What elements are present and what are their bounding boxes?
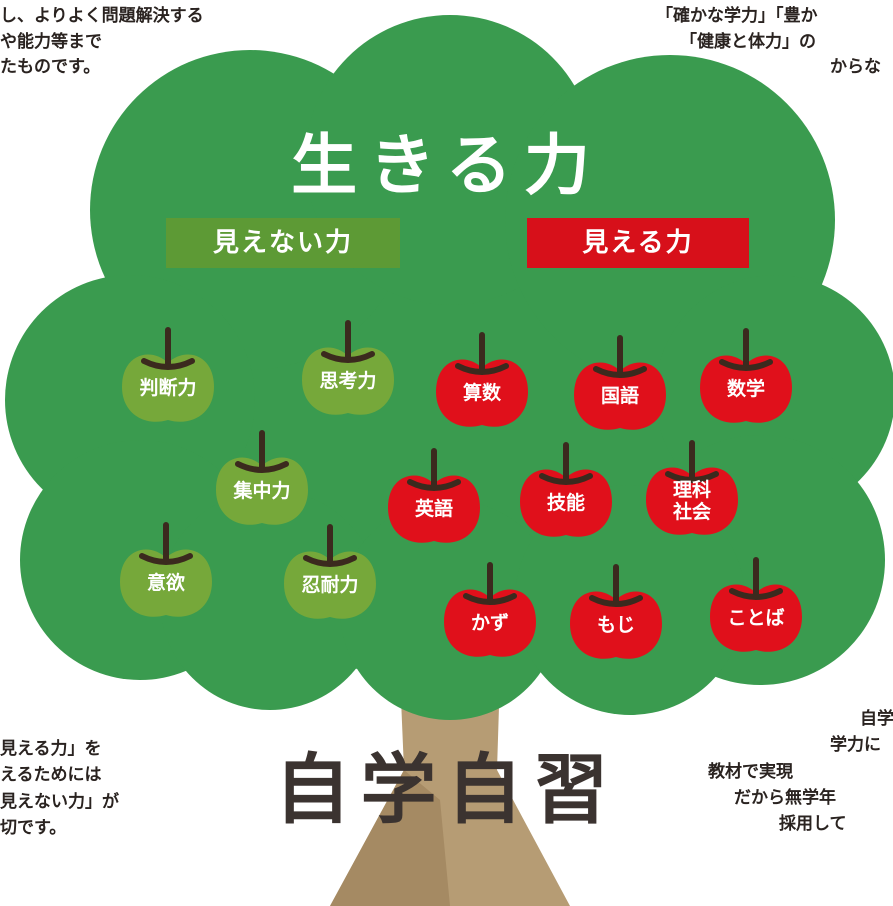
caption-top-left: し、よりよく問題解決する や能力等まで たものです。 <box>0 4 204 81</box>
apple-icon <box>520 442 612 537</box>
caption-line: 見えない力」が <box>0 791 119 812</box>
apple-label: もじ <box>596 614 635 637</box>
caption-line: からな <box>830 57 881 77</box>
apple-icon <box>388 448 480 543</box>
tree-title: 生きる力 <box>291 127 602 204</box>
apple-icon <box>710 557 802 652</box>
caption-line: 学力に <box>830 735 881 756</box>
apple-icon <box>120 522 212 617</box>
apple-label: 英語 <box>414 498 453 521</box>
visible-apple: 技能 <box>516 440 616 545</box>
caption-line: 教材で実現 <box>708 761 793 782</box>
caption-line: 切です。 <box>0 818 67 839</box>
visible-apple: 英語 <box>384 446 484 551</box>
caption-line: だから無学年 <box>734 788 836 809</box>
visible-apple: ことば <box>706 555 806 660</box>
caption-line: 採用して <box>779 814 847 835</box>
apple-icon <box>284 524 376 619</box>
visible-apple: 数学 <box>696 326 796 431</box>
apple-label: 国語 <box>600 385 639 408</box>
caption-bottom-left: 見える力」を えるためには 見えない力」が 切です。 <box>0 736 119 841</box>
caption-line: 「健康と体力」の <box>680 31 816 52</box>
apple-label: 集中力 <box>233 480 291 503</box>
caption-line: し、よりよく問題解決する <box>0 6 204 26</box>
caption-bottom-right: 自学 学力に 教材で実現 だから無学年 採用して <box>708 706 893 838</box>
apple-icon <box>700 328 792 423</box>
caption-line: たものです。 <box>0 57 101 77</box>
visible-apple: 理科 社会 <box>642 438 742 543</box>
apple-label: 数学 <box>726 378 765 401</box>
apple-icon <box>444 562 536 657</box>
apple-label: 理科 社会 <box>672 479 711 523</box>
caption-line: 「確かな学力」「豊か <box>656 6 818 26</box>
apple-label: かず <box>470 612 509 635</box>
caption-line: 自学 <box>860 709 893 729</box>
caption-top-right: 「確かな学力」「豊か 「健康と体力」の からな <box>656 4 881 81</box>
visible-apple: もじ <box>566 562 666 667</box>
apple-label: ことば <box>727 607 785 630</box>
apple-label: 技能 <box>546 492 585 515</box>
visible-apple: 国語 <box>570 333 670 438</box>
visible-apple: かず <box>440 560 540 665</box>
invisible-apple: 判断力 <box>118 325 218 430</box>
apple-icon <box>216 430 308 525</box>
caption-line: えるためには <box>0 765 102 786</box>
apple-label: 算数 <box>462 382 501 405</box>
apple-label: 思考力 <box>319 370 377 393</box>
tree-root-shadow <box>330 770 450 906</box>
apple-label: 意欲 <box>146 572 185 595</box>
invisible-apple: 意欲 <box>116 520 216 625</box>
apple-icon <box>302 320 394 415</box>
caption-line: や能力等まで <box>0 31 102 52</box>
apple-label: 判断力 <box>139 377 197 400</box>
visible-apple: 算数 <box>432 330 532 435</box>
apple-icon <box>570 564 662 659</box>
apple-icon <box>646 440 738 535</box>
apple-icon <box>574 335 666 430</box>
apple-icon <box>436 332 528 427</box>
caption-line: 見える力」を <box>0 739 102 759</box>
invisible-power-label: 見えない力 <box>166 218 400 268</box>
visible-power-label: 見える力 <box>527 218 749 268</box>
invisible-apple: 集中力 <box>212 428 312 533</box>
apple-label: 忍耐力 <box>301 574 359 597</box>
invisible-apple: 思考力 <box>298 318 398 423</box>
invisible-apple: 忍耐力 <box>280 522 380 627</box>
motto: 自学自習 <box>274 745 619 834</box>
apple-icon <box>122 327 214 422</box>
